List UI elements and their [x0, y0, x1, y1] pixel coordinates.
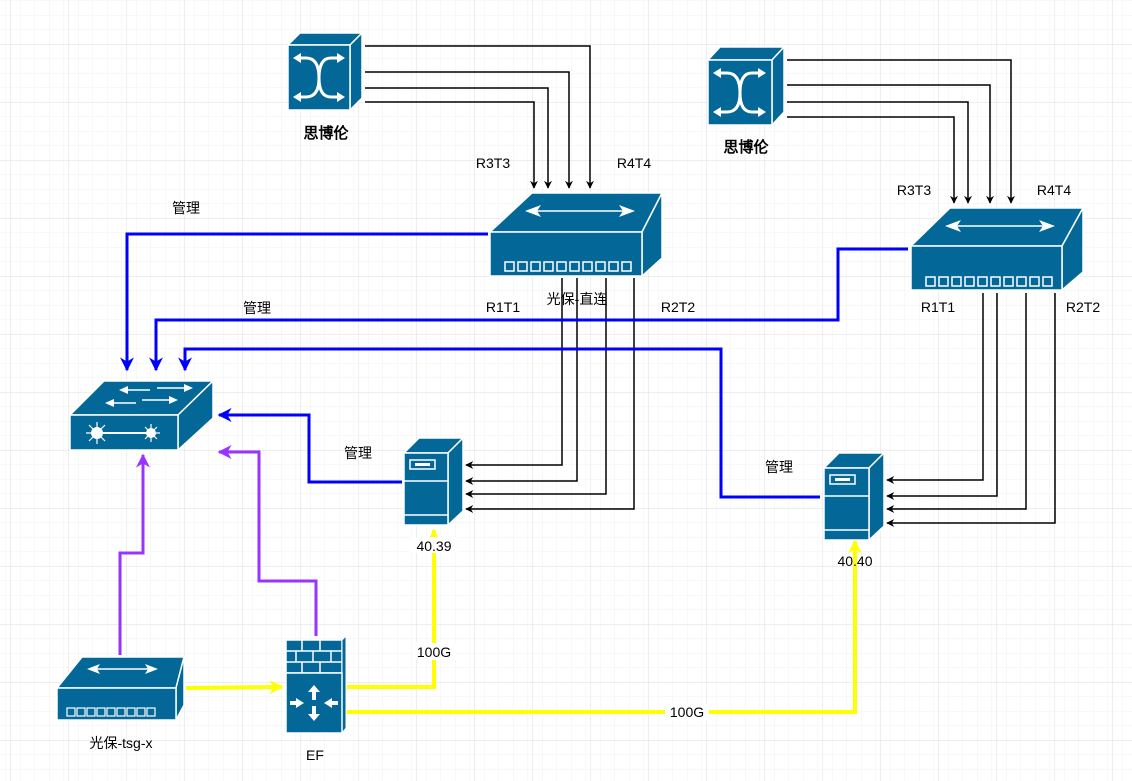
link-line[interactable]	[886, 293, 998, 500]
link-line[interactable]	[886, 293, 1027, 513]
optical-cross-connect-icon	[706, 45, 786, 127]
node-server1[interactable]: 40.39	[402, 436, 465, 554]
edge-ef-l3switch[interactable]	[217, 445, 318, 636]
link-line[interactable]	[465, 278, 563, 469]
node-label: 40.39	[416, 538, 451, 554]
firewall-icon	[285, 634, 347, 735]
switch-icon	[909, 207, 1085, 292]
node-label: 40.40	[837, 553, 872, 569]
link-line[interactable]	[886, 293, 1056, 527]
edge-mgmt-bypass1[interactable]	[120, 232, 488, 372]
port-label-r3t3: R3T3	[897, 182, 931, 198]
edge-label-mgmt: 管理	[243, 300, 271, 316]
node-label: EF	[306, 747, 324, 763]
node-bypass1[interactable]: 光保-直连	[488, 192, 664, 307]
link-line[interactable]	[787, 101, 972, 204]
edge-bypass2-server2[interactable]	[886, 293, 1056, 527]
node-server2[interactable]: 40.40	[822, 451, 886, 569]
edge-mgmt-bypass2[interactable]	[149, 247, 908, 372]
link-line[interactable]	[787, 84, 994, 204]
port-label-r3t3: R3T3	[476, 155, 510, 171]
edge-label-background	[665, 704, 709, 721]
link-line[interactable]	[465, 278, 635, 513]
node-ef[interactable]: EF	[285, 634, 347, 763]
port-label-r1t1: R1T1	[486, 299, 520, 315]
link-line[interactable]	[886, 293, 984, 484]
link-line[interactable]	[465, 278, 578, 485]
node-label: 思博伦	[303, 124, 349, 142]
edge-label-bandwidth: 100G	[417, 644, 451, 660]
edge-ef-server1[interactable]	[347, 528, 441, 689]
edge-ef-server2[interactable]	[347, 539, 862, 714]
node-label: 光保-直连	[547, 291, 608, 307]
optical-cross-connect-icon	[286, 31, 364, 112]
switch-icon	[55, 656, 185, 721]
node-label: 思博伦	[723, 138, 769, 156]
node-l3switch[interactable]	[68, 379, 215, 452]
port-label-r2t2: R2T2	[1066, 299, 1100, 315]
node-crossconnect2[interactable]: 思博伦	[706, 45, 786, 156]
edge-mgmt-server1[interactable]	[217, 408, 402, 484]
label-background	[410, 537, 458, 553]
edge-label-background	[412, 643, 456, 660]
node-label: 光保-tsg-x	[90, 735, 153, 751]
edge-tsg-ef[interactable]	[185, 680, 284, 695]
switch-icon	[488, 192, 664, 278]
port-label-r4t4: R4T4	[617, 155, 651, 171]
edge-labels: 管理 管理 管理 管理 100G 100G	[172, 200, 793, 721]
node-crossconnect1[interactable]: 思博伦	[286, 31, 364, 142]
edge-crossconnect2-bypass2[interactable]	[787, 59, 1015, 204]
port-label-r2t2: R2T2	[661, 299, 695, 315]
port-labels: R3T3 R4T4 R1T1 R2T2 R3T3 R4T4 R1T1 R2T2	[476, 155, 1100, 315]
edge-crossconnect1-bypass1[interactable]	[365, 45, 594, 189]
link-line[interactable]	[365, 71, 573, 189]
edge-mgmt-server2[interactable]	[178, 347, 820, 499]
edge-tsg-l3switch[interactable]	[118, 453, 150, 655]
edges	[118, 45, 1056, 714]
server-icon	[402, 436, 465, 527]
link-line[interactable]	[787, 116, 958, 204]
port-label-r1t1: R1T1	[921, 299, 955, 315]
edge-label-mgmt: 管理	[765, 459, 793, 475]
node-bypass2[interactable]	[909, 207, 1085, 292]
link-line[interactable]	[365, 87, 552, 189]
edge-label-bandwidth: 100G	[670, 704, 704, 720]
port-label-r4t4: R4T4	[1037, 182, 1071, 198]
node-tsg[interactable]: 光保-tsg-x	[55, 656, 185, 751]
server-icon	[822, 451, 886, 542]
link-line[interactable]	[365, 45, 594, 189]
link-line[interactable]	[787, 59, 1015, 204]
layer3-switch-icon	[68, 379, 215, 452]
edge-label-mgmt: 管理	[344, 445, 372, 461]
link-line[interactable]	[365, 101, 538, 189]
edge-label-mgmt: 管理	[172, 200, 200, 216]
